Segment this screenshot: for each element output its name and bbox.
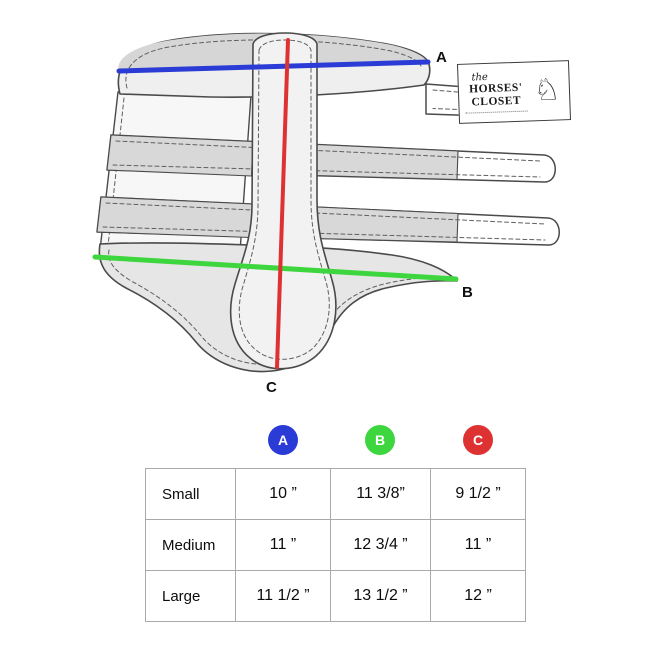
measure-line-b bbox=[92, 254, 459, 282]
cell-large-b: 13 1/2 ” bbox=[330, 570, 431, 622]
logo-word-closet: CLOSET bbox=[471, 94, 522, 109]
cell-medium-a: 11 ” bbox=[235, 519, 331, 571]
horse-icon: ♘ bbox=[532, 73, 561, 108]
legend-badge-b: B bbox=[365, 425, 395, 455]
row-label-large: Large bbox=[145, 570, 236, 622]
legend-badge-a: A bbox=[268, 425, 298, 455]
cell-large-c: 12 ” bbox=[430, 570, 526, 622]
row-label-medium: Medium bbox=[145, 519, 236, 571]
table-row-large: Large 11 1/2 ” 13 1/2 ” 12 ” bbox=[145, 570, 526, 622]
legend-badge-c: C bbox=[463, 425, 493, 455]
cell-small-a: 10 ” bbox=[235, 468, 331, 520]
cell-small-b: 11 3/8” bbox=[330, 468, 431, 520]
boot-diagram: A B C bbox=[92, 32, 560, 396]
legend-badge-a-label: A bbox=[277, 432, 289, 448]
row-label-small: Small bbox=[145, 468, 236, 520]
cell-medium-c: 11 ” bbox=[430, 519, 526, 571]
cell-large-a: 11 1/2 ” bbox=[235, 570, 331, 622]
logo-url-line bbox=[465, 110, 528, 114]
table-row-medium: Medium 11 ” 12 3/4 ” 11 ” bbox=[145, 519, 526, 571]
measure-label-a: A bbox=[436, 49, 447, 66]
measure-line-c bbox=[275, 38, 290, 369]
strap-bottom bbox=[96, 196, 560, 246]
measure-label-b: B bbox=[462, 284, 473, 301]
legend-badge-c-label: C bbox=[472, 432, 484, 448]
cell-medium-b: 12 3/4 ” bbox=[330, 519, 431, 571]
table-row-small: Small 10 ” 11 3/8” 9 1/2 ” bbox=[145, 468, 526, 520]
legend-badge-b-label: B bbox=[374, 432, 386, 448]
brand-logo: the HORSES' CLOSET ♘ bbox=[456, 60, 572, 124]
measure-label-c: C bbox=[266, 379, 277, 396]
brand-logo-text: the HORSES' CLOSET bbox=[463, 71, 528, 114]
cell-small-c: 9 1/2 ” bbox=[430, 468, 526, 520]
measure-line-a bbox=[116, 59, 431, 74]
size-table: Small 10 ” 11 3/8” 9 1/2 ” Medium 11 ” 1… bbox=[145, 468, 526, 622]
measurement-legend: A B C bbox=[0, 425, 650, 455]
